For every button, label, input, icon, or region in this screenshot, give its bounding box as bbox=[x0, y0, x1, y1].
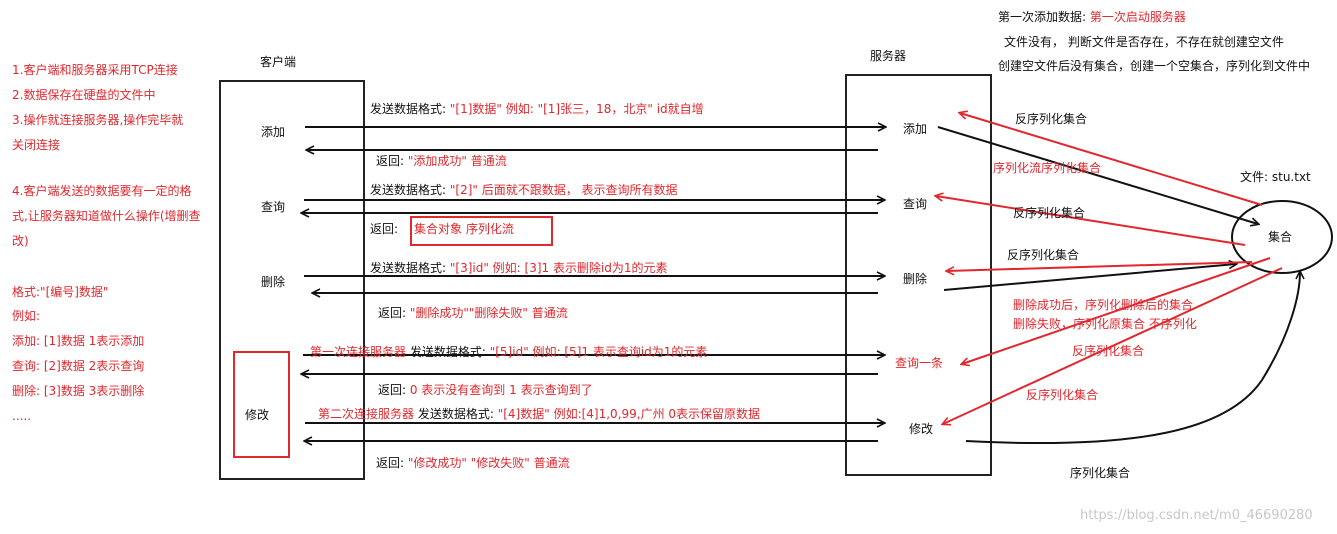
query-return: 返回: bbox=[370, 222, 399, 236]
deserialize-label-2: 反序列化集合 bbox=[1013, 206, 1086, 220]
serialize-stream-label: 序列化流序列化集合 bbox=[993, 161, 1102, 175]
query-one-send-format: 第一次连接服务器 发送数据格式: "[5]id" 例如: [5]1 表示查询id… bbox=[310, 345, 708, 359]
server-delete-to-set-arrow bbox=[943, 264, 1236, 291]
note-example-add: 添加: [1]数据 1表示添加 bbox=[12, 334, 145, 348]
watermark: https://blog.csdn.net/m0_46690280 bbox=[1080, 508, 1313, 523]
delete-return: 返回: "删除成功""删除失败" 普通流 bbox=[378, 306, 568, 320]
query-one-return: 返回: 0 表示没有查询到 1 表示查询到了 bbox=[378, 383, 593, 397]
server-query-label: 查询 bbox=[903, 197, 928, 211]
modify-send-format: 第二次连接服务器 发送数据格式: "[4]数据" 例如:[4]1,0,99,广州… bbox=[318, 407, 761, 421]
set-to-server-add-arrow bbox=[960, 113, 1263, 206]
server-add-to-set-arrow bbox=[937, 126, 1258, 224]
note-tcp: 1.客户端和服务器采用TCP连接 bbox=[12, 63, 178, 77]
client-add-label: 添加 bbox=[261, 125, 286, 139]
deserialize-label-1: 反序列化集合 bbox=[1015, 112, 1088, 126]
set-to-server-query-one-arrow bbox=[962, 257, 1271, 364]
client-delete-label: 删除 bbox=[261, 275, 286, 289]
note-disk: 2.数据保存在硬盘的文件中 bbox=[12, 88, 156, 102]
client-modify-label: 修改 bbox=[245, 408, 270, 422]
top-note-line2: 文件没有， 判断文件是否存在，不存在就创建空文件 bbox=[1004, 35, 1284, 49]
note-format-spec: 格式:"[编号]数据" bbox=[12, 285, 109, 299]
top-note-line3: 创建空文件后没有集合，创建一个空集合，序列化到文件中 bbox=[998, 59, 1311, 73]
top-note-first-start: 第一次启动服务器 bbox=[1089, 10, 1186, 24]
top-note-line1: 第一次添加数据: 第一次启动服务器 bbox=[998, 9, 1186, 25]
note-format-c: 改) bbox=[12, 234, 29, 248]
server-modify-to-set-curve bbox=[965, 272, 1300, 445]
set-label: 集合 bbox=[1268, 230, 1293, 244]
note-ellipsis: ..... bbox=[12, 409, 32, 423]
set-to-server-delete-arrow bbox=[947, 261, 1253, 271]
client-box bbox=[219, 80, 365, 480]
deserialize-label-5: 反序列化集合 bbox=[1026, 388, 1099, 402]
deserialize-label-4: 反序列化集合 bbox=[1072, 344, 1145, 358]
client-query-label: 查询 bbox=[261, 200, 286, 214]
note-example-label: 例如: bbox=[12, 309, 41, 323]
note-format-a: 4.客户端发送的数据要有一定的格 bbox=[12, 184, 192, 198]
client-modify-highlight bbox=[233, 351, 290, 458]
delete-send-format: 发送数据格式: "[3]id" 例如: [3]1 表示删除id为1的元素 bbox=[370, 261, 668, 275]
delete-fail-note: 删除失败，序列化原集合 不序列化 bbox=[1013, 317, 1197, 331]
deserialize-label-3: 反序列化集合 bbox=[1007, 248, 1080, 262]
note-example-query: 查询: [2]数据 2表示查询 bbox=[12, 359, 145, 373]
server-title: 服务器 bbox=[870, 49, 907, 63]
server-delete-label: 删除 bbox=[903, 272, 928, 286]
query-return-highlight bbox=[410, 216, 553, 246]
note-connect-b: 关闭连接 bbox=[12, 138, 61, 152]
query-return-value: 集合对象 序列化流 bbox=[414, 222, 514, 236]
modify-return: 返回: "修改成功" "修改失败" 普通流 bbox=[376, 456, 570, 470]
top-note-label: 第一次添加数据: bbox=[998, 10, 1087, 24]
note-format-b: 式,让服务器知道做什么操作(增删查 bbox=[12, 209, 201, 223]
set-to-server-query-arrow bbox=[936, 196, 1246, 246]
set-ellipse bbox=[1231, 200, 1333, 274]
note-connect-a: 3.操作就连接服务器,操作完毕就 bbox=[12, 113, 184, 127]
set-to-server-modify-arrow bbox=[943, 267, 1283, 424]
query-send-format: 发送数据格式: "[2]" 后面就不跟数据， 表示查询所有数据 bbox=[370, 183, 678, 197]
serialize-label: 序列化集合 bbox=[1070, 466, 1131, 480]
client-title: 客户端 bbox=[260, 55, 297, 69]
server-modify-label: 修改 bbox=[909, 422, 934, 436]
add-send-format: 发送数据格式: "[1]数据" 例如: "[1]张三，18，北京" id就自增 bbox=[370, 102, 704, 116]
server-query-one-label: 查询一条 bbox=[895, 356, 944, 370]
note-example-delete: 删除: [3]数据 3表示删除 bbox=[12, 384, 145, 398]
server-add-label: 添加 bbox=[903, 122, 928, 136]
delete-success-note: 删除成功后，序列化删除后的集合 bbox=[1013, 298, 1194, 312]
add-return: 返回: "添加成功" 普通流 bbox=[376, 154, 507, 168]
file-label: 文件: stu.txt bbox=[1240, 170, 1311, 184]
